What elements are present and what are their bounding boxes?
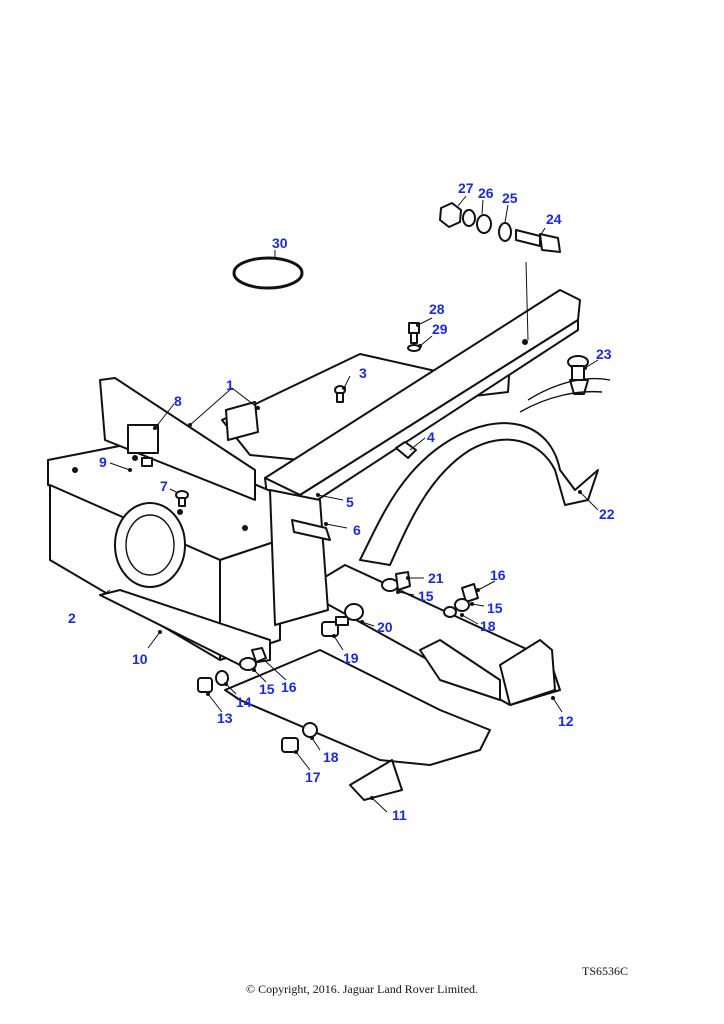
part-screw-3: [334, 385, 346, 403]
part-wheel-arch-liner: [359, 377, 611, 566]
part-stud-9: [141, 457, 153, 467]
callout-4: 4: [427, 429, 435, 445]
callout-28: 28: [429, 301, 445, 317]
part-washer-26: [476, 214, 492, 234]
callout-24: 24: [546, 211, 562, 227]
part-nut-16-lower: [239, 647, 267, 671]
callout-16b: 16: [490, 567, 506, 583]
callout-29: 29: [432, 321, 448, 337]
part-screw-28: [407, 322, 421, 352]
part-bolt-19: [321, 603, 364, 637]
part-bolt-24: [515, 229, 561, 253]
callout-14: 14: [236, 694, 252, 710]
part-push-clip-23: [567, 355, 589, 395]
callout-17: 17: [305, 769, 321, 785]
part-clip-4: [395, 441, 417, 459]
part-washer-26b: [462, 209, 476, 227]
callout-2: 2: [68, 610, 76, 626]
part-bolt-17: [281, 722, 318, 753]
leader-lines: [103, 195, 599, 813]
callout-8: 8: [174, 393, 182, 409]
callout-15a: 15: [259, 681, 275, 697]
callout-30: 30: [272, 235, 288, 251]
callout-16a: 16: [281, 679, 297, 695]
part-lower-rail: [319, 564, 561, 706]
callout-27: 27: [458, 180, 474, 196]
callout-25: 25: [502, 190, 518, 206]
copyright-notice: © Copyright, 2016. Jaguar Land Rover Lim…: [245, 982, 479, 996]
callout-22: 22: [599, 506, 615, 522]
callout-23: 23: [596, 346, 612, 362]
part-lower-tray-10: [99, 589, 271, 666]
callout-15c: 15: [487, 600, 503, 616]
callout-20: 20: [377, 619, 393, 635]
callout-1: 1: [226, 377, 234, 393]
callout-9: 9: [99, 454, 107, 470]
callout-15b: 15: [418, 588, 434, 604]
callout-7: 7: [160, 478, 168, 494]
callout-3: 3: [359, 365, 367, 381]
callout-26: 26: [478, 185, 494, 201]
callout-6: 6: [353, 522, 361, 538]
callout-18b: 18: [480, 618, 496, 634]
part-screw-7: [175, 490, 189, 507]
part-nut-27: [439, 202, 462, 228]
callout-11: 11: [392, 807, 407, 823]
part-o-ring: [232, 256, 304, 290]
diagram-reference-code: TS6536C: [582, 964, 629, 978]
part-nut-16-right: [443, 583, 479, 618]
part-nut-21: [381, 571, 411, 592]
part-panel-6: [269, 489, 331, 626]
part-bolt-13: [197, 670, 229, 693]
part-washer-25: [498, 222, 512, 242]
callout-13: 13: [217, 710, 233, 726]
callout-5: 5: [346, 494, 354, 510]
callout-12: 12: [558, 713, 574, 729]
part-skid-plate: [224, 649, 491, 801]
callout-18a: 18: [323, 749, 339, 765]
callout-19: 19: [343, 650, 359, 666]
callout-10: 10: [132, 651, 148, 667]
leader-dots: [128, 323, 587, 800]
callout-21: 21: [428, 570, 444, 586]
part-bracket-8: [127, 424, 159, 454]
